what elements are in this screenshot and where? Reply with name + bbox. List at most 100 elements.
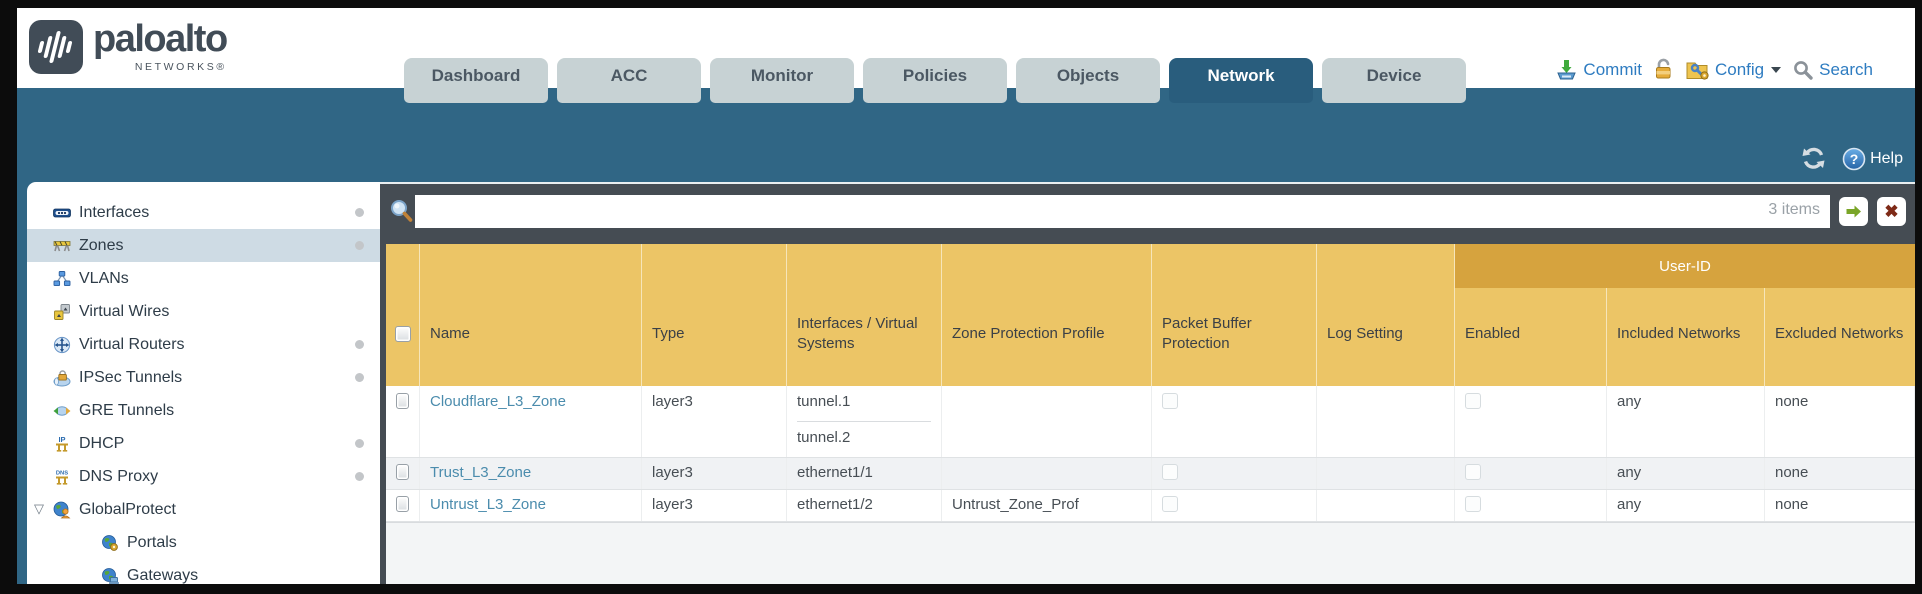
sidebar-item-dns-proxy[interactable]: DNS DNS Proxy bbox=[27, 460, 380, 493]
network-sidebar: Interfaces Zones bbox=[27, 182, 380, 584]
filter-search-icon bbox=[391, 200, 413, 222]
tab-monitor[interactable]: Monitor bbox=[710, 58, 854, 103]
status-dot bbox=[355, 472, 364, 481]
sidebar-item-label: DHCP bbox=[79, 434, 125, 452]
column-header-packet-buffer-protection[interactable]: Packet Buffer Protection bbox=[1152, 244, 1317, 386]
gre-tunnels-icon bbox=[53, 405, 71, 416]
select-all-checkbox[interactable] bbox=[394, 326, 411, 342]
tab-acc[interactable]: ACC bbox=[557, 58, 701, 103]
top-header: paloalto NETWORKS® Dashboard ACC Monitor… bbox=[17, 8, 1915, 103]
config-menu-button[interactable]: Config bbox=[1685, 58, 1782, 81]
column-header-name[interactable]: Name bbox=[420, 244, 642, 386]
packet-buffer-protection-cell bbox=[1152, 490, 1317, 521]
sidebar-item-interfaces[interactable]: Interfaces bbox=[27, 196, 380, 229]
table-row: Untrust_L3_Zone layer3 ethernet1/2 Untru… bbox=[386, 490, 1915, 522]
table-empty-area bbox=[386, 522, 1915, 584]
zone-protection-profile-cell: Untrust_Zone_Prof bbox=[942, 490, 1152, 521]
commit-button[interactable]: Commit bbox=[1555, 58, 1642, 81]
packet-buffer-checkbox[interactable] bbox=[1162, 393, 1178, 409]
lock-icon[interactable] bbox=[1653, 58, 1674, 81]
zones-table: User-ID Name Type Interfaces / Virtual S… bbox=[386, 244, 1915, 584]
column-header-included-networks[interactable]: Included Networks bbox=[1607, 244, 1765, 386]
paloalto-logo-icon bbox=[29, 20, 83, 74]
user-id-enabled-cell bbox=[1455, 386, 1607, 457]
column-header-enabled[interactable]: Enabled bbox=[1455, 244, 1607, 386]
table-row: Cloudflare_L3_Zone layer3 tunnel.1 tunne… bbox=[386, 386, 1915, 458]
vlans-icon bbox=[53, 270, 71, 286]
column-header-log-setting[interactable]: Log Setting bbox=[1317, 244, 1455, 386]
tab-dashboard[interactable]: Dashboard bbox=[404, 58, 548, 103]
row-checkbox[interactable] bbox=[396, 496, 409, 512]
interface-entry: tunnel.1 bbox=[797, 386, 931, 422]
zone-interfaces-cell: tunnel.1 tunnel.2 bbox=[787, 386, 942, 457]
user-id-enabled-checkbox[interactable] bbox=[1465, 393, 1481, 409]
search-button[interactable]: Search bbox=[1792, 59, 1873, 81]
column-header-excluded-networks[interactable]: Excluded Networks bbox=[1775, 324, 1904, 342]
user-id-enabled-checkbox[interactable] bbox=[1465, 496, 1481, 512]
tab-objects[interactable]: Objects bbox=[1016, 58, 1160, 103]
table-header: User-ID Name Type Interfaces / Virtual S… bbox=[386, 244, 1915, 386]
filter-toolbar: 3 items ✖ bbox=[380, 184, 1915, 240]
sidebar-item-globalprotect[interactable]: ▽ GlobalProtect bbox=[27, 493, 380, 526]
sidebar-item-gre-tunnels[interactable]: GRE Tunnels bbox=[27, 394, 380, 427]
tab-network[interactable]: Network bbox=[1169, 58, 1313, 103]
column-header-type[interactable]: Type bbox=[642, 244, 787, 386]
sidebar-item-label: Zones bbox=[79, 236, 124, 254]
status-dot bbox=[355, 439, 364, 448]
packet-buffer-checkbox[interactable] bbox=[1162, 496, 1178, 512]
zone-name-link[interactable]: Cloudflare_L3_Zone bbox=[430, 393, 566, 410]
zone-name-link[interactable]: Trust_L3_Zone bbox=[430, 464, 532, 481]
select-all-column-header bbox=[386, 244, 420, 386]
sidebar-item-gateways[interactable]: Gateways bbox=[27, 559, 380, 584]
sidebar-item-virtual-routers[interactable]: Virtual Routers bbox=[27, 328, 380, 361]
zone-name-cell: Cloudflare_L3_Zone bbox=[420, 386, 642, 457]
packet-buffer-checkbox[interactable] bbox=[1162, 464, 1178, 480]
tab-device[interactable]: Device bbox=[1322, 58, 1466, 103]
commit-label: Commit bbox=[1583, 59, 1642, 79]
sidebar-item-zones[interactable]: Zones bbox=[27, 229, 380, 262]
sidebar-item-label: Virtual Wires bbox=[79, 302, 170, 320]
clear-filter-button[interactable]: ✖ bbox=[1877, 197, 1906, 226]
clear-x-icon: ✖ bbox=[1884, 201, 1899, 221]
sidebar-item-label: Virtual Routers bbox=[79, 335, 185, 353]
panos-app: paloalto NETWORKS® Dashboard ACC Monitor… bbox=[17, 8, 1915, 584]
column-header-zone-protection-profile[interactable]: Zone Protection Profile bbox=[942, 244, 1152, 386]
logo-text: paloalto NETWORKS® bbox=[93, 18, 228, 73]
config-label: Config bbox=[1714, 59, 1765, 79]
logo-word: paloalto bbox=[93, 18, 228, 60]
expand-triangle-icon[interactable]: ▽ bbox=[34, 501, 44, 516]
interface-entry: tunnel.2 bbox=[797, 429, 851, 446]
sidebar-item-ipsec-tunnels[interactable]: IPSec Tunnels bbox=[27, 361, 380, 394]
sidebar-item-label: VLANs bbox=[79, 269, 129, 287]
column-header-interfaces[interactable]: Interfaces / Virtual Systems bbox=[787, 244, 942, 386]
config-icon bbox=[1686, 62, 1709, 80]
refresh-icon[interactable] bbox=[1800, 146, 1827, 171]
zone-name-link[interactable]: Untrust_L3_Zone bbox=[430, 496, 546, 513]
chevron-down-icon bbox=[1771, 66, 1782, 73]
sidebar-item-virtual-wires[interactable]: Virtual Wires bbox=[27, 295, 380, 328]
row-checkbox[interactable] bbox=[396, 393, 409, 409]
included-networks-cell: any bbox=[1607, 386, 1765, 457]
log-setting-cell bbox=[1317, 490, 1455, 521]
globalprotect-icon bbox=[53, 501, 71, 518]
tab-policies[interactable]: Policies bbox=[863, 58, 1007, 103]
sidebar-item-vlans[interactable]: VLANs bbox=[27, 262, 380, 295]
zones-icon bbox=[53, 240, 71, 251]
zone-name-cell: Untrust_L3_Zone bbox=[420, 490, 642, 521]
help-button[interactable]: ? Help bbox=[1842, 147, 1903, 171]
user-id-enabled-checkbox[interactable] bbox=[1465, 464, 1481, 480]
virtual-routers-icon bbox=[53, 336, 71, 353]
sidebar-item-portals[interactable]: Portals bbox=[27, 526, 380, 559]
help-label: Help bbox=[1870, 149, 1903, 167]
sidebar-item-label: GRE Tunnels bbox=[79, 401, 175, 419]
filter-input[interactable] bbox=[415, 195, 1830, 228]
row-select-cell bbox=[386, 386, 420, 457]
sidebar-item-dhcp[interactable]: IP DHCP bbox=[27, 427, 380, 460]
row-checkbox[interactable] bbox=[396, 464, 409, 480]
zone-name-cell: Trust_L3_Zone bbox=[420, 458, 642, 489]
status-dot bbox=[355, 340, 364, 349]
apply-filter-button[interactable] bbox=[1839, 197, 1868, 226]
zone-interfaces-cell: ethernet1/1 bbox=[787, 458, 942, 489]
search-label: Search bbox=[1819, 59, 1873, 79]
zone-type-cell: layer3 bbox=[642, 458, 787, 489]
